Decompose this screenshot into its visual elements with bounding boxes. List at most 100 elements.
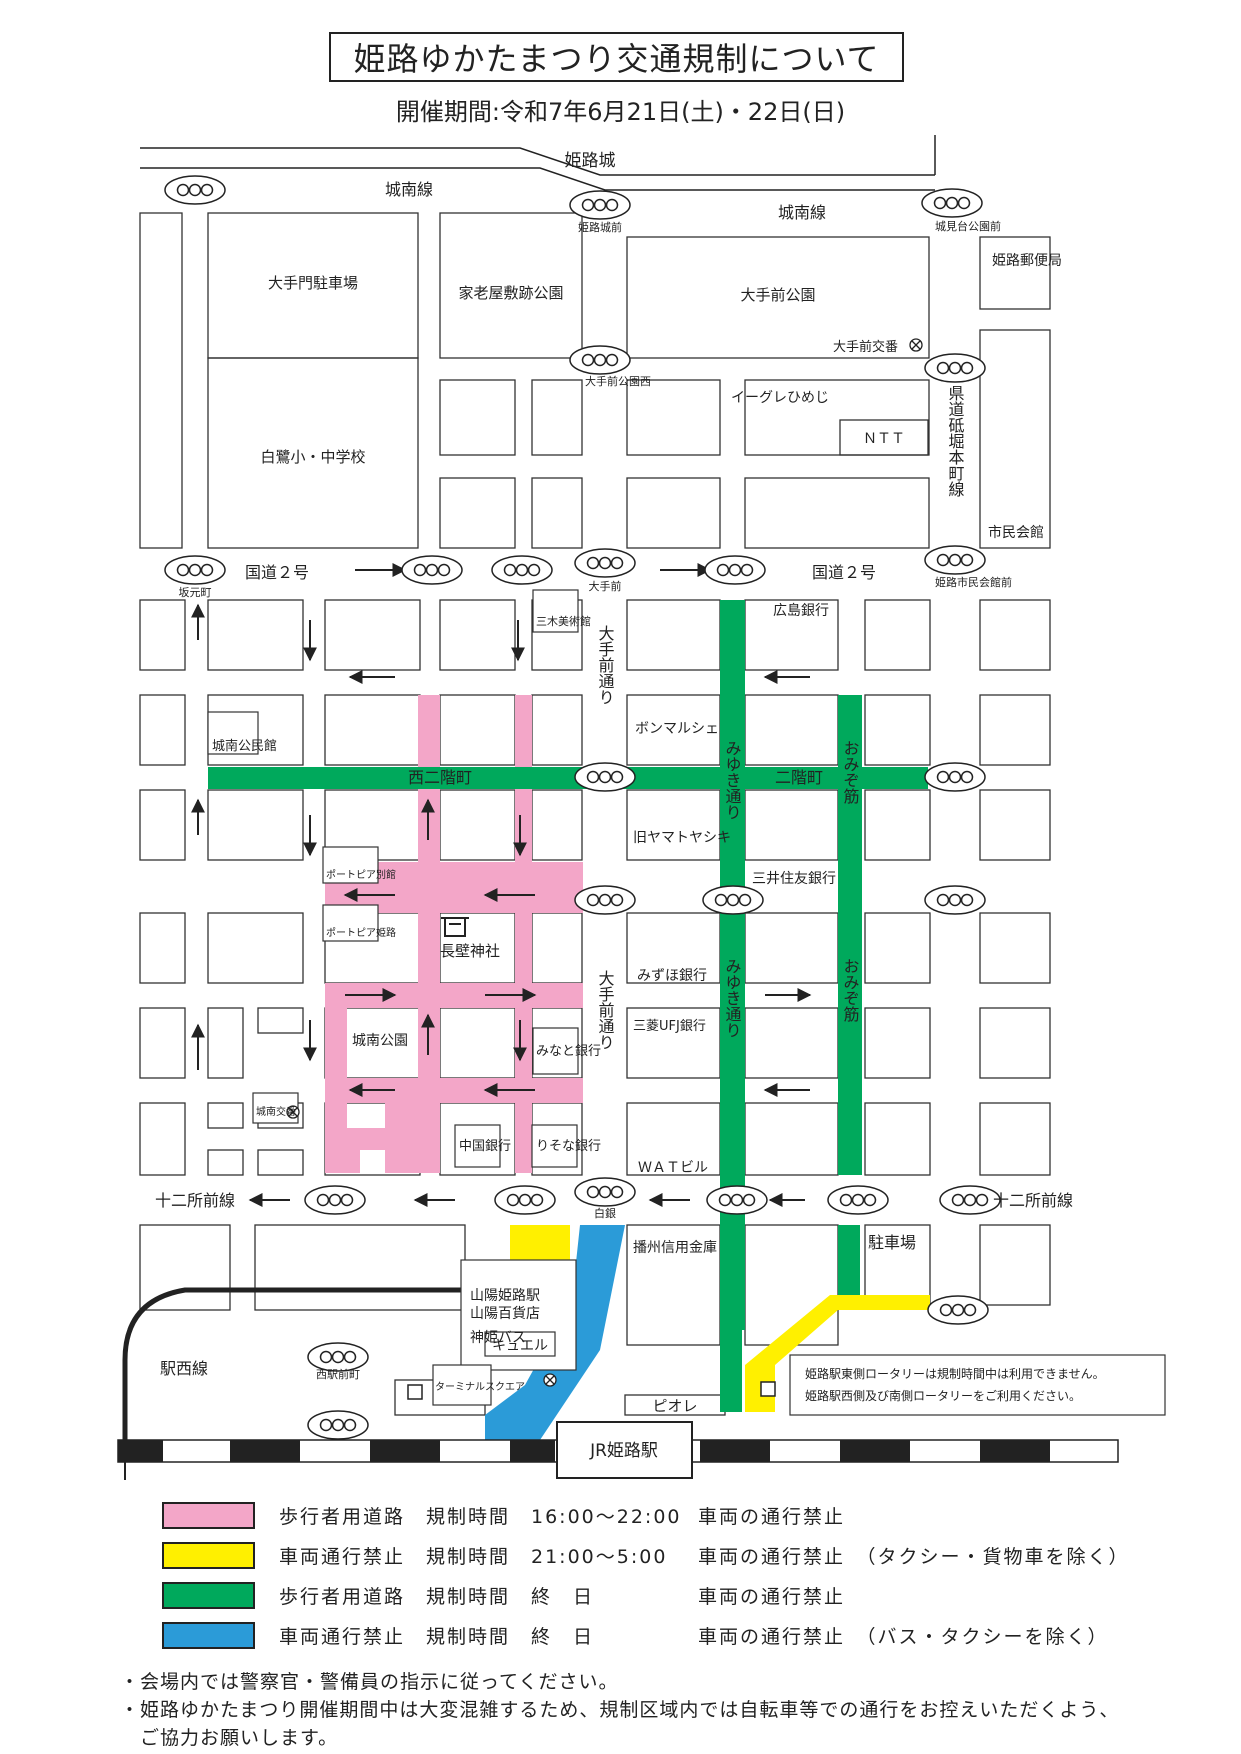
legend-swatch-yellow — [162, 1541, 255, 1569]
legend-time: 規制時間 終 日 — [426, 1585, 595, 1608]
traffic-signal-icon — [924, 885, 986, 915]
place-parking: 駐車場 — [868, 1233, 916, 1252]
notes: ・会場内では警察官・警備員の指示に従ってください。 ・姫路ゆかたまつり開催期間中… — [120, 1668, 1119, 1752]
event-period: 開催期間:令和7年6月21日(土)・22日(日) — [395, 98, 846, 126]
legend-row: 車両通行禁止 規制時間 21:00〜5:00 車両の通行禁止 （タクシー・貨物車… — [162, 1540, 1130, 1570]
place-jr-station: JR姫路駅 — [589, 1441, 658, 1461]
legend-row: 歩行者用道路 規制時間 終 日 車両の通行禁止 — [162, 1580, 845, 1610]
note-line: ご協力お願いします。 — [120, 1727, 339, 1749]
castle-boundary — [140, 135, 936, 191]
note-line: ・姫路ゆかたまつり開催期間中は大変混雑するため、規制区域内では自転車等での通行を… — [120, 1699, 1120, 1721]
traffic-signal-icon — [574, 762, 636, 792]
traffic-signal-icon — [574, 1177, 636, 1207]
place-jonan-kominkan: 城南公民館 — [212, 738, 277, 754]
place-mitsui: 三井住友銀行 — [752, 871, 836, 887]
road-jonan-left: 城南線 — [385, 180, 433, 199]
jr-station-box — [556, 1421, 693, 1479]
square-icon — [760, 1381, 776, 1397]
road-otemae-lower: 大手前通り — [596, 970, 615, 1050]
map-labels: 姫路城 城南線 城南線 国道２号 国道２号 西二階町 二階町 十二所前線 十二所… — [155, 151, 1105, 1461]
traffic-signal-icon — [927, 1295, 989, 1325]
signal-ekimae-nishi: 西駅前町 — [316, 1367, 360, 1381]
place-hiroshima-bank: 広島銀行 — [773, 603, 829, 619]
legend-time: 規制時間 終 日 — [426, 1625, 595, 1648]
place-post-office: 姫路郵便局 — [992, 253, 1062, 269]
legend-name: 車両通行禁止 — [279, 1625, 406, 1648]
road-otemae-upper: 大手前通り — [596, 625, 615, 705]
place-mufg: 三菱UFJ銀行 — [633, 1019, 706, 1034]
legend-row: 車両通行禁止 規制時間 終 日 車両の通行禁止 （バス・タクシーを除く） — [162, 1620, 1109, 1650]
place-portopia: ポートピア姫路 — [326, 926, 396, 939]
signal-himejijomae: 姫路城前 — [578, 220, 622, 234]
place-wat: ＷＡＴビル — [638, 1160, 708, 1176]
road-junisho-right: 十二所前線 — [993, 1191, 1073, 1210]
traffic-signal-icon — [706, 1185, 768, 1215]
traffic-signal-icon — [924, 762, 986, 792]
place-chugoku-bank: 中国銀行 — [459, 1139, 511, 1154]
legend-name: 歩行者用道路 — [279, 1505, 406, 1528]
notice-box — [789, 1354, 1166, 1416]
place-cuel: キュエル — [492, 1338, 548, 1354]
place-portopia-bekkan: ポートピア別館 — [326, 868, 396, 881]
traffic-signal-icon — [827, 1185, 889, 1215]
legend-name: 歩行者用道路 — [279, 1585, 406, 1608]
road-junisho-left: 十二所前線 — [155, 1191, 235, 1210]
road-ekinishi: 駅西線 — [160, 1359, 208, 1378]
traffic-signal-icon — [569, 345, 631, 375]
place-sanyo-station: 山陽姫路駅 — [470, 1288, 540, 1304]
road-nishinikaimachi: 西二階町 — [408, 768, 472, 787]
legend-row: 歩行者用道路 規制時間 16:00〜22:00 車両の通行禁止 — [162, 1500, 845, 1530]
signal-sakamotomachi: 坂元町 — [179, 586, 212, 599]
place-shinki-bus: 神姫バス — [470, 1330, 526, 1346]
road-nikaimachi: 二階町 — [775, 768, 823, 787]
road-kendo: 県道砥堀本町線 — [946, 385, 965, 497]
yellow-zone — [510, 1225, 930, 1412]
place-hakuro-school: 白鷺小・中学校 — [260, 448, 365, 466]
traffic-map: 姫路城 城南線 城南線 国道２号 国道２号 西二階町 二階町 十二所前線 十二所… — [117, 135, 1166, 1480]
signal-shirogin: 白銀 — [594, 1206, 616, 1220]
place-resona: りそな銀行 — [536, 1139, 601, 1154]
traffic-signal-icon — [494, 1185, 556, 1215]
road-kokudo-left: 国道２号 — [245, 563, 309, 582]
traffic-signal-icon — [307, 1410, 369, 1440]
traffic-signal-icon — [921, 188, 983, 218]
note-line: ・会場内では警察官・警備員の指示に従ってください。 — [120, 1671, 619, 1693]
traffic-signal-icon — [574, 885, 636, 915]
pink-zone — [325, 695, 583, 1173]
terminal-square-box — [432, 1364, 492, 1406]
place-banshu-shinkin: 播州信用金庫 — [633, 1239, 717, 1256]
traffic-signal-icon — [307, 1342, 369, 1372]
legend-rule: 車両の通行禁止 — [698, 1505, 846, 1528]
traffic-signal-icon — [569, 190, 631, 220]
police-box-icon — [286, 338, 923, 1387]
signal-otemae: 大手前 — [589, 579, 622, 593]
place-bon-marche: ボンマルシェ — [635, 721, 719, 737]
road-omizo-lower: おみぞ筋 — [841, 958, 860, 1023]
signal-shiromidai: 城見台公園前 — [935, 219, 1001, 233]
square-icon — [407, 1384, 423, 1400]
place-piole: ピオレ — [652, 1397, 697, 1415]
place-jonan-koban: 城南交番 — [256, 1105, 296, 1118]
place-minato-bank: みなと銀行 — [536, 1044, 601, 1059]
signal-otemae-koen-nishi: 大手前公園西 — [585, 374, 651, 388]
traffic-signal-icon — [924, 545, 986, 575]
legend-rule: 車両の通行禁止 （タクシー・貨物車を除く） — [698, 1545, 1130, 1568]
place-miki-museum: 三木美術館 — [536, 614, 591, 628]
direction-arrows — [191, 563, 812, 1207]
place-karoyashiki: 家老屋敷跡公園 — [458, 284, 563, 302]
traffic-signal-icon — [574, 548, 636, 578]
legend-time: 規制時間 16:00〜22:00 — [426, 1505, 682, 1528]
road-jonan-right: 城南線 — [778, 203, 826, 222]
road-kokudo-right: 国道２号 — [812, 563, 876, 582]
signal-shimin-kaikan: 姫路市民会館前 — [935, 575, 1012, 589]
road-miyuki-lower: みゆき通り — [723, 958, 742, 1038]
legend-name: 車両通行禁止 — [279, 1545, 406, 1568]
notice-line-2: 姫路駅西側及び南側ロータリーをご利用ください。 — [805, 1388, 1081, 1403]
place-sanyo-dept: 山陽百貨店 — [470, 1305, 540, 1322]
place-mizuho: みずほ銀行 — [637, 968, 707, 984]
place-koban-otemae: 大手前交番 — [833, 339, 898, 355]
place-jonan-park: 城南公園 — [352, 1033, 408, 1049]
legend-time: 規制時間 21:00〜5:00 — [426, 1545, 668, 1568]
place-yamatoyashiki: 旧ヤマトヤシキ — [633, 830, 731, 846]
road-miyuki-upper: みゆき通り — [723, 740, 742, 820]
